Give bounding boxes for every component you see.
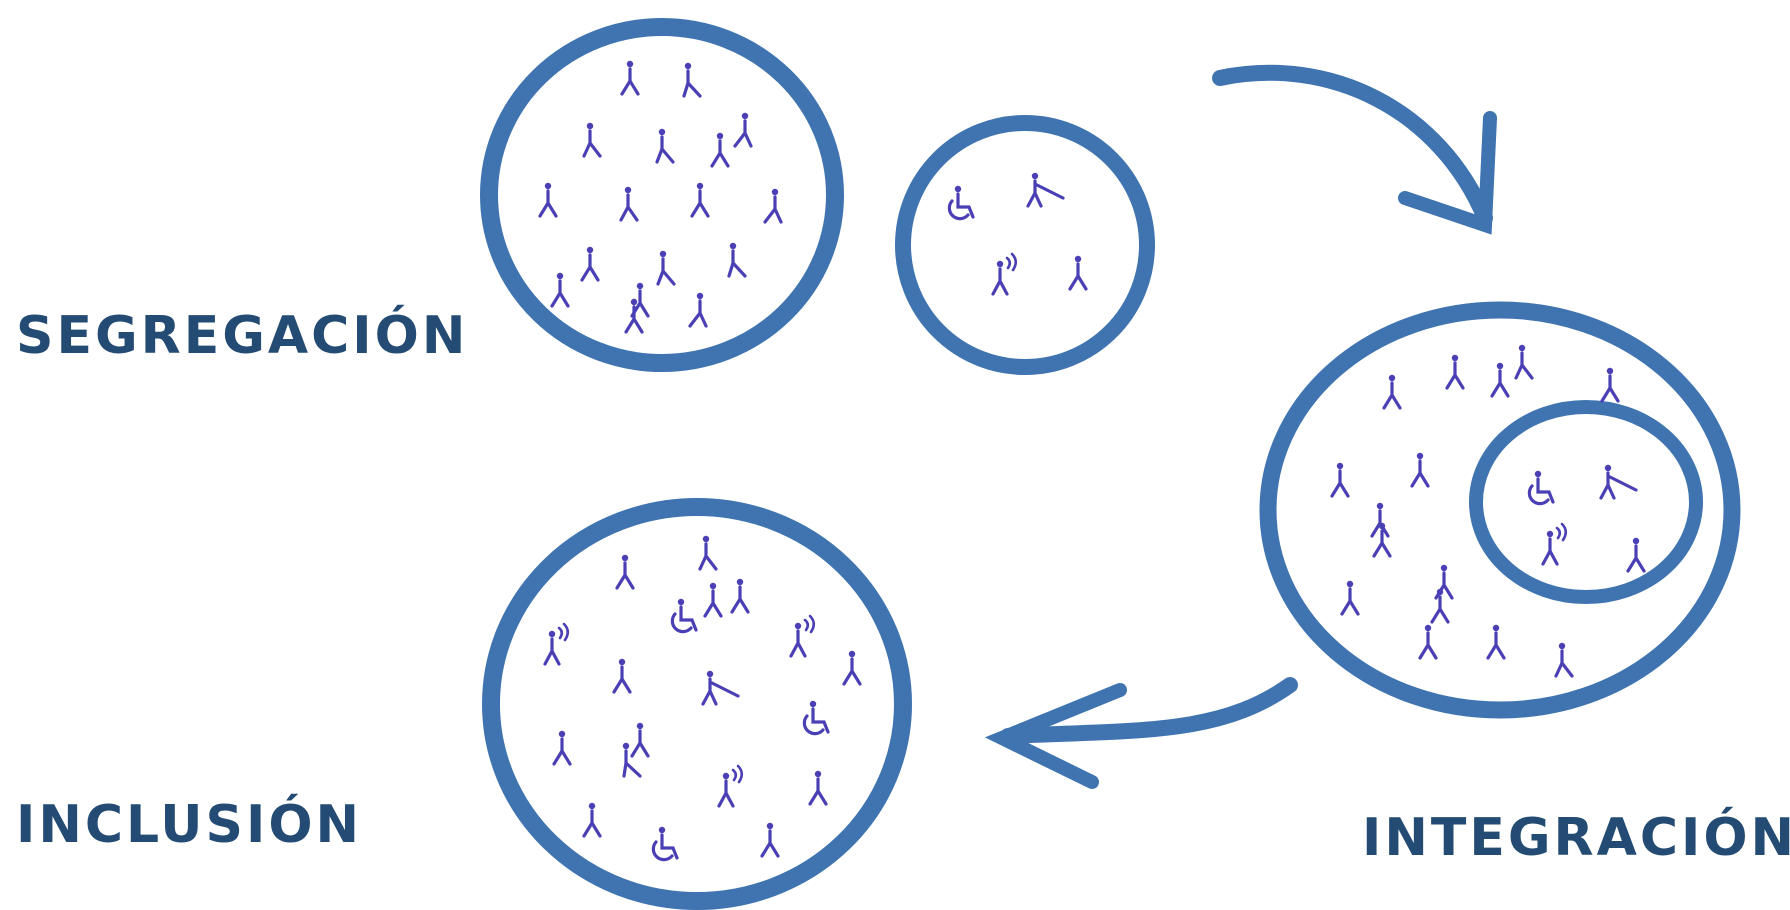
hearing-signal-person-icon [789,614,816,658]
person-icon [1370,502,1390,538]
person-icon [688,292,708,328]
person-icon [630,282,650,318]
person-icon [622,742,642,778]
segregation-label: SEGREGACIÓN [16,306,469,366]
segregation-separate-circle [895,115,1155,375]
person-icon [1626,537,1646,573]
person-icon [620,60,640,96]
inclusion-label: INCLUSIÓN [16,795,363,855]
wheelchair-user-icon [947,185,975,221]
people-figures [538,60,1646,862]
person-icon [580,246,600,282]
wheelchair-user-icon [802,700,830,736]
person-icon [1068,255,1088,291]
person-icon [1514,344,1534,380]
person-icon [582,122,602,158]
person-icon [1554,642,1574,678]
integration-outer-circle [1259,301,1741,719]
blind-person-cane-icon [701,670,740,706]
person-icon [1445,354,1465,390]
arrow-icon [1212,64,1497,235]
blind-person-cane-icon [1599,464,1638,500]
person-icon [763,188,783,224]
person-icon [582,802,602,838]
person-icon [842,650,862,686]
person-icon [1486,624,1506,660]
person-icon [808,770,828,806]
arrow-icon [984,677,1298,789]
person-icon [1600,367,1620,403]
person-icon [710,132,730,168]
person-icon [703,582,723,618]
person-icon [619,186,639,222]
integration-label: INTEGRACIÓN [1362,808,1790,868]
blind-person-cane-icon [1026,172,1065,208]
person-icon [1330,462,1350,498]
person-icon [552,730,572,766]
wheelchair-user-icon [670,598,698,634]
hearing-signal-person-icon [717,764,744,808]
person-icon [760,822,780,858]
person-icon [615,554,635,590]
person-icon [630,722,650,758]
person-icon [1340,580,1360,616]
person-icon [733,112,753,148]
person-icon [690,182,710,218]
person-icon [1382,374,1402,410]
hearing-signal-person-icon [991,252,1018,296]
person-icon [1430,588,1450,624]
segregation-main-circle [480,18,844,372]
hearing-signal-person-icon [543,622,570,666]
wheelchair-user-icon [1527,470,1555,506]
person-icon [698,535,718,571]
person-icon [612,658,632,694]
person-icon [730,578,750,614]
person-icon [656,250,676,286]
person-icon [727,242,747,278]
integration-inner-circle [1469,400,1703,604]
person-icon [538,182,558,218]
person-icon [1410,452,1430,488]
person-icon [550,272,570,308]
person-icon [655,128,675,164]
inclusion-circle [482,498,912,910]
group-circles [480,18,1741,910]
person-icon [1418,624,1438,660]
person-icon [1490,362,1510,398]
wheelchair-user-icon [651,826,679,862]
person-icon [682,62,702,98]
hearing-signal-person-icon [1541,522,1568,566]
